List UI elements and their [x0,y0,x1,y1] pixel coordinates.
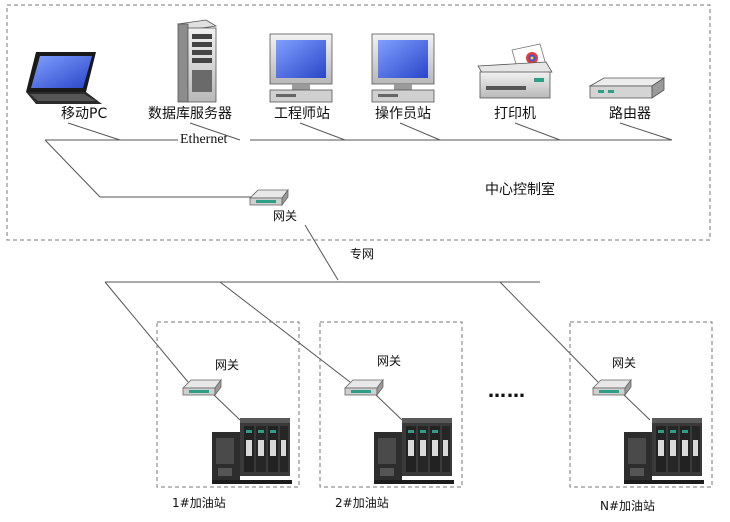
gateway-label: 网关 [215,358,240,372]
plc-icon [212,418,292,484]
laptop-icon [26,52,102,104]
plc-icon [374,418,454,484]
private-network-label: 专网 [350,247,375,261]
station-boundary [156,321,300,488]
ethernet-label: Ethernet [180,132,228,147]
gateway-label: 网关 [377,354,402,368]
station-label: N#加油站 [600,499,656,513]
station-boundary [319,321,463,488]
gateway-label: 网关 [612,356,637,370]
device-label: 移动PC [61,106,108,122]
printer-icon [477,43,553,99]
station-boundary [569,321,713,488]
device-label: 路由器 [609,106,651,122]
device-label: 工程师站 [274,106,330,122]
device-label: 打印机 [494,106,536,122]
gateway-label: 网关 [273,209,298,223]
control-room-boundary [6,4,711,241]
router-icon [588,77,666,99]
server-tower-icon [176,19,218,103]
gateway-icon [249,189,289,206]
desktop-computer-icon [371,33,435,103]
device-label: 数据库服务器 [148,106,232,122]
gateway-icon [344,379,384,396]
gateway-icon [592,379,632,396]
device-label: 操作员站 [375,106,431,122]
desktop-computer-icon [269,33,333,103]
control-room-title: 中心控制室 [485,182,555,198]
gateway-icon [182,379,222,396]
station-label: 1#加油站 [172,496,226,510]
plc-icon [624,418,704,484]
station-label: 2#加油站 [335,496,389,510]
ethernet-bus [44,122,673,198]
ellipsis: …… [488,381,526,402]
private-network-lines [104,224,599,383]
